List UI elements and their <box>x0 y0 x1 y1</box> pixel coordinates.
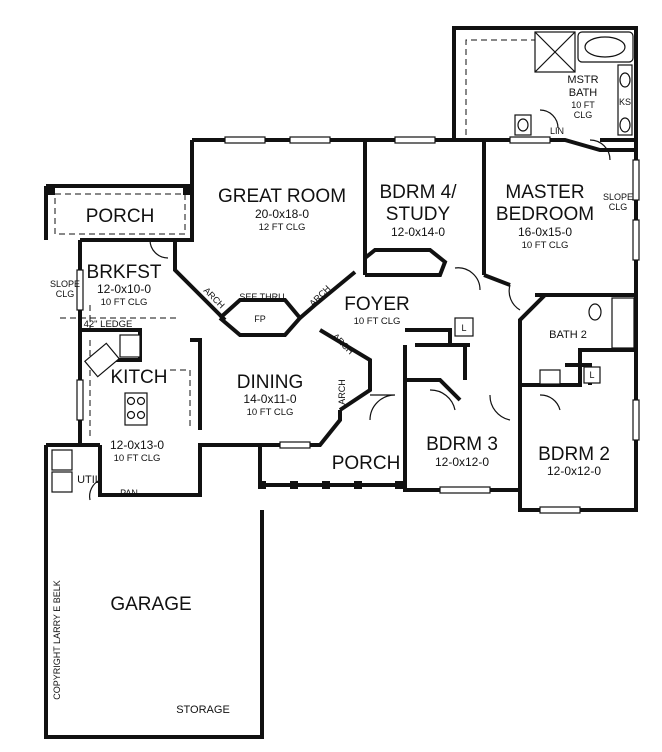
fp-label: FP <box>254 314 266 324</box>
room-great-room: GREAT ROOM 20-0x18-0 12 FT CLG <box>218 186 346 233</box>
brkfst-clg: 10 FT CLG <box>101 297 148 308</box>
master-slope-clg-line2: CLG <box>609 202 628 212</box>
porch-front-name: PORCH <box>332 453 401 474</box>
master-bedroom-clg: 10 FT CLG <box>522 240 569 251</box>
room-util: UTIL <box>77 474 101 486</box>
bath2-l-label: L <box>589 370 594 380</box>
porch-columns <box>48 188 403 489</box>
kitch-name: KITCH <box>111 367 168 388</box>
dining-dim: 14-0x11-0 <box>243 392 296 406</box>
pan-label: PAN <box>120 488 138 498</box>
master-bedroom-name-line2: BEDROOM <box>496 204 594 225</box>
bdrm3-dim: 12-0x12-0 <box>435 455 489 469</box>
ks-label: KS <box>619 97 631 107</box>
dining-name: DINING <box>237 372 304 393</box>
room-porch-front: PORCH <box>332 453 401 474</box>
dashed-lines <box>54 39 540 440</box>
bdrm3-name: BDRM 3 <box>426 434 498 455</box>
see-thru-label: SEE THRU <box>239 292 284 302</box>
bdrm4-dim: 12-0x14-0 <box>391 225 445 239</box>
room-mstr-bath: MSTR BATH 10 FT CLG LIN KS <box>550 74 631 136</box>
lin-label: LIN <box>550 126 564 136</box>
room-garage: GARAGE STORAGE COPYRIGHT LARRY E BELK <box>52 580 230 716</box>
porch-left-name: PORCH <box>86 206 155 227</box>
fixtures <box>51 31 635 493</box>
bdrm4-name-line1: BDRM 4/ <box>379 182 457 203</box>
brkfst-slope-clg-line1: SLOPE <box>50 279 80 289</box>
ledge-label: 42" LEDGE <box>84 319 133 330</box>
util-label: UTIL <box>77 474 101 486</box>
master-bedroom-name-line1: MASTER <box>505 182 584 203</box>
room-bath2: BATH 2 L <box>549 329 594 380</box>
windows <box>76 136 640 514</box>
dining-clg: 10 FT CLG <box>247 407 294 418</box>
room-brkfst: BRKFST 12-0x10-0 10 FT CLG SLOPE CLG 42"… <box>50 262 162 330</box>
room-master-bedroom: MASTER BEDROOM 16-0x15-0 10 FT CLG SLOPE… <box>496 182 633 251</box>
copyright-label: COPYRIGHT LARRY E BELK <box>52 580 62 700</box>
room-bdrm3: BDRM 3 12-0x12-0 <box>426 434 498 469</box>
room-porch-left: PORCH <box>86 206 155 227</box>
mstr-bath-name-line2: BATH <box>569 87 598 99</box>
foyer-clg: 10 FT CLG <box>354 316 401 327</box>
storage-label: STORAGE <box>176 704 230 716</box>
garage-name: GARAGE <box>110 594 191 615</box>
room-bdrm2: BDRM 2 12-0x12-0 <box>538 444 610 478</box>
master-bedroom-dim: 16-0x15-0 <box>518 225 572 239</box>
bdrm4-name-line2: STUDY <box>386 204 451 225</box>
door-swings <box>89 109 611 501</box>
master-slope-clg-line1: SLOPE <box>603 192 633 202</box>
foyer-l-label: L <box>461 323 466 333</box>
bdrm2-name: BDRM 2 <box>538 444 610 465</box>
kitch-clg: 10 FT CLG <box>114 453 161 464</box>
arch-label-3: ARCH <box>331 331 356 356</box>
great-room-dim: 20-0x18-0 <box>255 207 309 221</box>
bdrm2-dim: 12-0x12-0 <box>547 464 601 478</box>
brkfst-name: BRKFST <box>87 262 162 283</box>
arch-label-4: ARCH <box>337 379 347 405</box>
foyer-name: FOYER <box>344 294 409 315</box>
brkfst-dim: 12-0x10-0 <box>97 282 151 296</box>
room-bdrm4: BDRM 4/ STUDY 12-0x14-0 <box>379 182 457 239</box>
brkfst-slope-clg-line2: CLG <box>56 289 75 299</box>
room-dining: DINING 14-0x11-0 10 FT CLG <box>237 372 304 418</box>
room-kitch: KITCH 12-0x13-0 10 FT CLG PAN <box>110 367 168 498</box>
great-room-clg: 12 FT CLG <box>259 222 306 233</box>
mstr-bath-clg-line2: CLG <box>574 110 593 120</box>
room-foyer: FOYER 10 FT CLG L <box>344 294 466 333</box>
mstr-bath-clg-line1: 10 FT <box>571 100 595 110</box>
bath2-name: BATH 2 <box>549 329 587 341</box>
great-room-name: GREAT ROOM <box>218 186 346 207</box>
mstr-bath-name-line1: MSTR <box>567 74 598 86</box>
kitch-dim: 12-0x13-0 <box>110 438 164 452</box>
